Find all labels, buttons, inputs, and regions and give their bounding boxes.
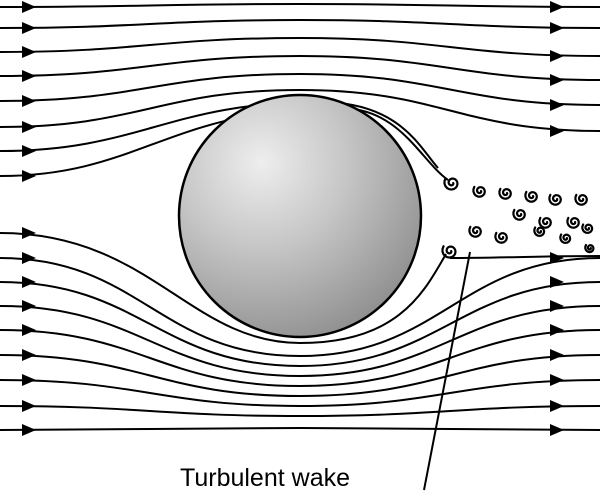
eddy-11 [533, 226, 546, 238]
arrowhead-left-upper-1 [22, 22, 36, 34]
arrowhead-left-upper-0 [22, 1, 36, 13]
arrowhead-right-lower-5 [550, 349, 564, 361]
eddy-7 [538, 216, 552, 229]
eddy-13 [581, 223, 594, 235]
arrowhead-left-upper-7 [22, 170, 36, 182]
eddy-5 [574, 193, 588, 206]
streamline-lower-4 [0, 329, 600, 388]
arrowhead-right-lower-1 [550, 252, 564, 264]
streamline-upper-0 [0, 2, 600, 8]
arrowhead-left-lower-1 [22, 252, 36, 264]
eddy-6 [512, 208, 526, 221]
streamline-lower-3 [0, 305, 600, 378]
streamline-lower-2 [0, 281, 600, 368]
arrowhead-right-upper-2 [550, 50, 564, 62]
arrowhead-left-lower-7 [22, 400, 36, 412]
arrowhead-left-upper-3 [22, 70, 36, 82]
arrowhead-right-lower-3 [550, 300, 564, 312]
wake-pointer-line [423, 251, 471, 491]
arrowhead-right-upper-1 [550, 22, 564, 34]
arrowhead-right-lower-8 [550, 424, 564, 436]
streamline-lower-8 [0, 426, 600, 431]
streamline-upper-3 [0, 54, 600, 81]
turbulent-eddies [441, 177, 595, 259]
streamline-lower-0 [0, 232, 447, 345]
arrowhead-right-upper-0 [550, 1, 564, 13]
arrowhead-left-lower-8 [22, 424, 36, 436]
eddy-14 [441, 245, 457, 259]
arrowhead-right-lower-7 [550, 400, 564, 412]
arrowhead-left-upper-4 [22, 95, 36, 107]
streamline-lower-5 [0, 354, 600, 398]
streamlines [0, 1, 600, 436]
arrowhead-right-upper-3 [550, 74, 564, 86]
streamline-upper-4 [0, 72, 600, 106]
eddy-8 [566, 216, 580, 229]
arrowhead-right-upper-5 [550, 125, 564, 137]
streamline-lower-7 [0, 405, 600, 418]
arrowhead-left-lower-4 [22, 324, 36, 336]
arrowhead-right-lower-6 [550, 374, 564, 386]
eddy-10 [494, 231, 508, 244]
eddy-4 [548, 193, 562, 206]
arrowhead-right-lower-4 [550, 324, 564, 336]
streamline-upper-2 [0, 36, 600, 57]
arrowhead-left-lower-3 [22, 300, 36, 312]
arrowhead-left-lower-0 [22, 227, 36, 239]
arrowhead-left-lower-5 [22, 349, 36, 361]
eddy-12 [559, 233, 572, 245]
eddy-15 [584, 243, 595, 254]
arrowhead-left-lower-6 [22, 374, 36, 386]
arrowhead-left-upper-2 [22, 46, 36, 58]
streamline-lower-1 [0, 257, 600, 358]
eddy-9 [468, 225, 482, 238]
eddy-1 [472, 185, 486, 198]
sphere [177, 93, 423, 339]
turbulent-wake-label: Turbulent wake [180, 464, 350, 492]
streamline-wake-edge-0 [449, 255, 600, 259]
streamline-lower-6 [0, 379, 600, 408]
streamline-upper-5 [0, 88, 600, 132]
streamline-upper-1 [0, 18, 600, 29]
arrowhead-left-upper-6 [22, 145, 36, 157]
arrowhead-left-upper-5 [22, 121, 36, 133]
arrowhead-right-lower-2 [550, 276, 564, 288]
eddy-2 [498, 187, 512, 200]
eddy-3 [524, 190, 538, 203]
arrowhead-left-lower-2 [22, 276, 36, 288]
eddy-0 [443, 177, 459, 191]
arrowhead-right-upper-4 [550, 99, 564, 111]
